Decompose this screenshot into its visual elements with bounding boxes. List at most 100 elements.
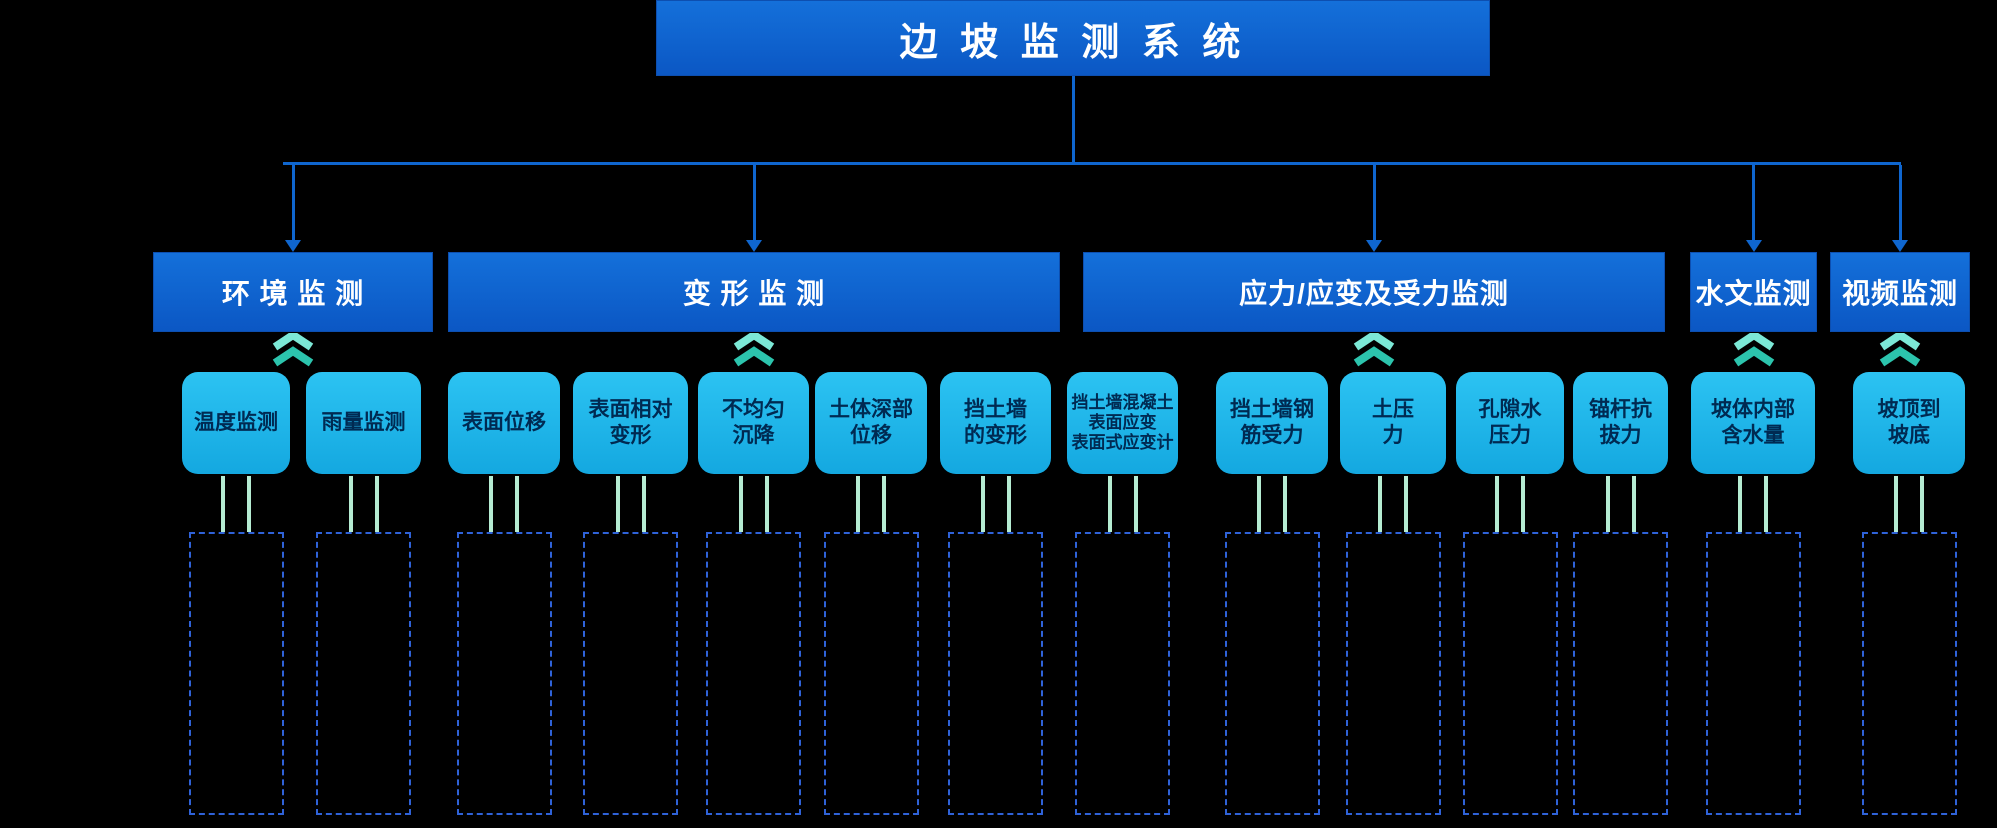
leaf-connector-line	[1107, 476, 1112, 532]
sensor-placeholder-box	[1346, 532, 1441, 815]
leaf-label-line: 挡土墙	[964, 398, 1027, 422]
leaf-connector-line	[1605, 476, 1610, 532]
leaf-connector-line	[348, 476, 353, 532]
leaf-label-line: 挡土墙钢	[1230, 398, 1314, 422]
sensor-placeholder-box	[189, 532, 284, 815]
branch-node-environment: 环 境 监 测	[153, 252, 433, 332]
branch-label: 水文监测	[1695, 278, 1812, 309]
double-chevron-up-icon	[1733, 333, 1774, 367]
branch-node-hydrology: 水文监测	[1690, 252, 1817, 332]
leaf-node: 表面相对变形	[573, 372, 688, 474]
root-node: 边 坡 监 测 系 统	[656, 0, 1490, 76]
leaf-connector-line	[980, 476, 985, 532]
leaf-connector-line	[1283, 476, 1287, 532]
arrow-down-icon	[746, 240, 762, 252]
leaf-connector-line	[221, 476, 225, 532]
sensor-placeholder-box	[1862, 532, 1957, 815]
leaf-connector-line	[641, 476, 646, 532]
leaf-connector-line	[856, 476, 860, 532]
leaf-connector-line	[489, 476, 493, 532]
branch-arrow-line	[1898, 165, 1902, 241]
leaf-label-line: 含水量	[1721, 424, 1785, 447]
leaf-label-line: 的变形	[964, 424, 1027, 447]
branch-label: 变 形 监 测	[682, 278, 826, 309]
branch-bus-line	[283, 162, 1901, 165]
branch-node-stress-strain: 应力/应变及受力监测	[1083, 252, 1665, 332]
leaf-label-line: 坡底	[1888, 424, 1930, 447]
leaf-label-line: 不均匀	[722, 398, 785, 422]
leaf-node: 土体深部位移	[815, 372, 927, 474]
leaf-node: 挡土墙混凝土表面应变表面式应变计	[1067, 372, 1178, 474]
sensor-placeholder-box	[1225, 532, 1320, 815]
leaf-label-line: 力	[1382, 424, 1404, 447]
arrow-down-icon	[285, 240, 301, 252]
leaf-connector-line	[1133, 476, 1138, 532]
leaf-node: 坡顶到坡底	[1853, 372, 1965, 474]
branch-label: 环 境 监 测	[221, 278, 365, 309]
leaf-label-line: 压力	[1489, 424, 1531, 447]
sensor-placeholder-box	[316, 532, 411, 815]
leaf-connector-line	[738, 476, 743, 532]
root-title: 边 坡 监 测 系 统	[899, 21, 1247, 64]
leaf-label-line: 雨量监测	[321, 411, 406, 435]
branch-arrow-line	[752, 165, 756, 241]
leaf-node: 不均匀沉降	[698, 372, 809, 474]
leaf-label-line: 表面位移	[462, 411, 546, 435]
leaf-label-line: 变形	[609, 424, 652, 447]
leaf-node: 温度监测	[182, 372, 290, 474]
leaf-label-line: 温度监测	[194, 411, 278, 435]
arrow-down-icon	[1745, 240, 1762, 252]
leaf-connector-line	[615, 476, 620, 532]
leaf-label-line: 沉降	[732, 424, 775, 447]
leaf-connector-line	[882, 476, 886, 532]
leaf-connector-line	[1764, 476, 1768, 532]
leaf-node: 雨量监测	[306, 372, 421, 474]
leaf-label-line: 孔隙水	[1478, 398, 1542, 422]
leaf-label-line: 表面应变	[1088, 412, 1157, 432]
leaf-label-line: 挡土墙混凝土	[1071, 392, 1174, 412]
leaf-node: 孔隙水压力	[1456, 372, 1564, 474]
double-chevron-up-icon	[1879, 333, 1921, 367]
leaf-label-line: 表面相对	[588, 398, 673, 422]
branch-label: 视频监测	[1841, 278, 1958, 309]
leaf-connector-line	[1631, 476, 1636, 532]
branch-node-video: 视频监测	[1830, 252, 1970, 332]
trunk-line	[1072, 76, 1075, 162]
leaf-node: 土压力	[1340, 372, 1446, 474]
sensor-placeholder-box	[457, 532, 552, 815]
leaf-label-line: 坡顶到	[1877, 398, 1941, 422]
leaf-connector-line	[1521, 476, 1525, 532]
leaf-node: 表面位移	[448, 372, 560, 474]
leaf-connector-line	[1894, 476, 1898, 532]
arrow-down-icon	[1892, 240, 1908, 252]
double-chevron-up-icon	[1353, 333, 1395, 367]
leaf-connector-line	[515, 476, 519, 532]
sensor-placeholder-box	[1075, 532, 1170, 815]
leaf-label-line: 土压	[1372, 398, 1414, 422]
sensor-placeholder-box	[1463, 532, 1558, 815]
branch-arrow-line	[1752, 165, 1755, 241]
leaf-node: 坡体内部含水量	[1691, 372, 1815, 474]
leaf-connector-line	[1920, 476, 1924, 532]
branch-arrow-line	[291, 165, 295, 241]
leaf-label-line: 筋受力	[1240, 424, 1304, 447]
leaf-connector-line	[1495, 476, 1499, 532]
leaf-label-line: 位移	[850, 424, 892, 447]
leaf-node: 挡土墙钢筋受力	[1216, 372, 1328, 474]
branch-label: 应力/应变及受力监测	[1239, 278, 1509, 309]
sensor-placeholder-box	[1706, 532, 1801, 815]
leaf-connector-line	[1378, 476, 1382, 532]
branch-node-deformation: 变 形 监 测	[448, 252, 1060, 332]
sensor-placeholder-box	[1573, 532, 1668, 815]
leaf-label-line: 坡体内部	[1711, 398, 1795, 422]
leaf-connector-line	[1738, 476, 1742, 532]
sensor-placeholder-box	[824, 532, 919, 815]
sensor-placeholder-box	[948, 532, 1043, 815]
leaf-node: 锚杆抗拔力	[1573, 372, 1668, 474]
leaf-connector-line	[1404, 476, 1408, 532]
leaf-connector-line	[247, 476, 251, 532]
leaf-connector-line	[374, 476, 379, 532]
leaf-connector-line	[1006, 476, 1011, 532]
leaf-label-line: 表面式应变计	[1071, 433, 1174, 453]
